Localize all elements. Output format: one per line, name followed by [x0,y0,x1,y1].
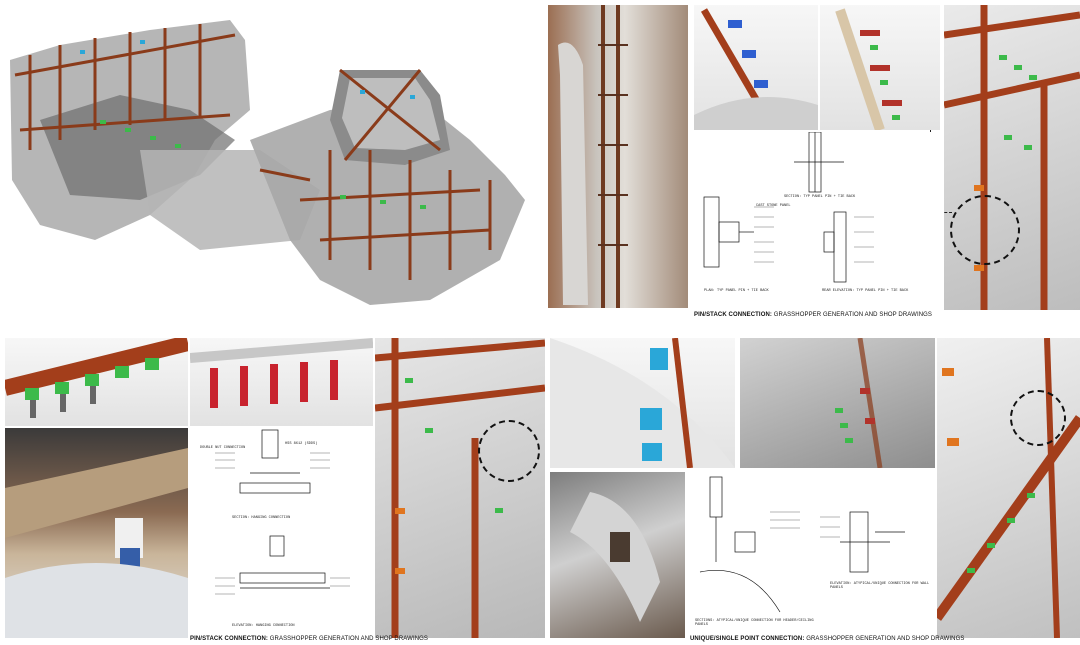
caption-bottom-right-bold: UNIQUE/SINGLE POINT CONNECTION: [690,636,805,642]
section-hanging-label: SECTION: HANGING CONNECTION [232,516,291,520]
caption-top-right-bold: PIN/STACK CONNECTION: [694,312,772,318]
photo-hanging-install [5,428,188,638]
unique-callout-circle [1010,390,1066,446]
render-unique-blue [550,338,735,468]
cast-stone-label: CAST STONE PANEL [756,204,791,208]
render-pin-green [820,5,940,130]
caption-bottom-left-text: GRASSHOPPER GENERATION AND SHOP DRAWINGS [268,636,429,642]
render-hanging-green [5,338,188,426]
detail-callout-circle [950,195,1020,265]
caption-top-right-text: GRASSHOPPER GENERATION AND SHOP DRAWINGS [772,312,933,318]
elevation-hanging-label: ELEVATION: HANGING CONNECTION [232,624,295,628]
render-frame-closeup [944,5,1080,310]
shop-drawing-pin-stack: SECTION: TYP PANEL PIN + TIE BACK PLAN: … [694,132,944,300]
model-overview-render [0,0,545,318]
photo-unique-install [550,472,685,638]
sections-atypical-label: SECTIONS: ATYPICAL/UNIQUE CONNECTION FOR… [695,619,814,627]
shop-drawing-hanging: HSS 8X12 (SDDS) DOUBLE NUT CONNECTION SE… [190,428,373,633]
caption-top-right: PIN/STACK CONNECTION: GRASSHOPPER GENERA… [694,312,932,318]
steel-frame [14,24,492,280]
render-unique-closeup [740,338,935,468]
rear-elevation-label: REAR ELEVATION: TYP PANEL PIN + TIE BACK [822,289,909,293]
caption-bottom-right-text: GRASSHOPPER GENERATION AND SHOP DRAWINGS [804,636,965,642]
render-pin-connection [694,5,818,130]
render-frame-unique [937,338,1080,638]
hss-label: HSS 8X12 (SDDS) [285,442,318,446]
section-typ-panel-label: SECTION: TYP PANEL PIN + TIE BACK [784,195,856,199]
plan-typ-panel-label: PLAN: TYP PANEL PIN + TIE BACK [704,289,769,293]
caption-bottom-right: UNIQUE/SINGLE POINT CONNECTION: GRASSHOP… [690,636,964,642]
render-hanging-red [190,338,373,426]
double-nut-label: DOUBLE NUT CONNECTION [200,446,246,450]
model-overview-drawing [10,20,525,305]
photo-installed-panel [548,5,688,308]
caption-bottom-left-bold: PIN/STACK CONNECTION: [190,636,268,642]
caption-bottom-left: PIN/STACK CONNECTION: GRASSHOPPER GENERA… [190,636,428,642]
shop-drawing-unique: SECTIONS: ATYPICAL/UNIQUE CONNECTION FOR… [690,472,935,632]
elevation-atypical-label: ELEVATION: ATYPICAL/UNIQUE CONNECTION FO… [830,582,930,590]
blue-clips [80,40,415,99]
render-frame-hanging [375,338,545,638]
hanging-callout-circle [478,420,540,482]
green-clips [100,120,426,209]
